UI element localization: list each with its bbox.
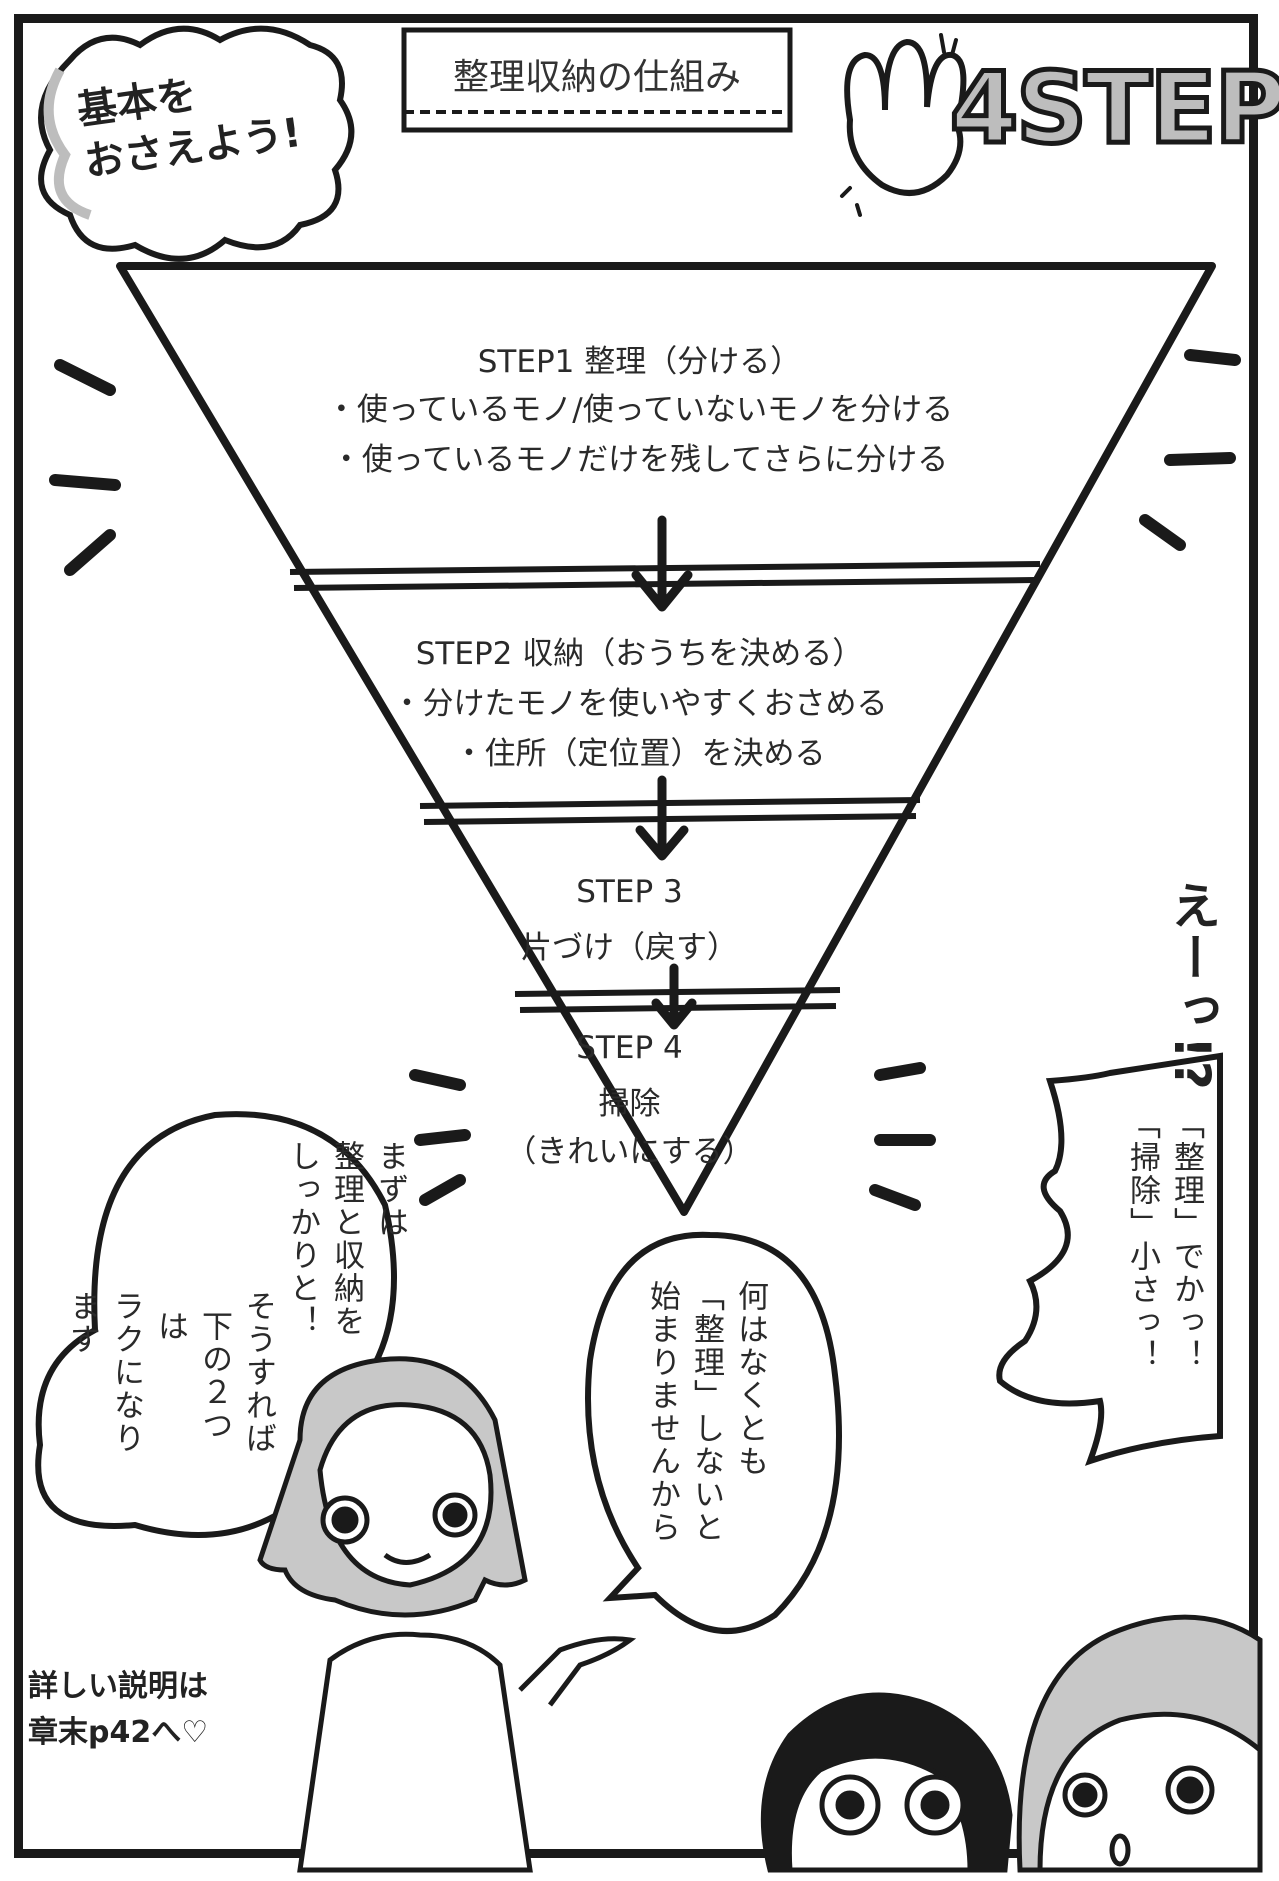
four-fingers-hand-icon (844, 38, 967, 196)
bubble-line: そうすれば (240, 1290, 276, 1455)
bubble-line: 下の２つは (152, 1310, 232, 1442)
exclamation-text: えーっ!? (1163, 880, 1221, 1092)
bubble-line: まずは (372, 1140, 408, 1239)
bubble-line: しっかりと！ (284, 1140, 320, 1338)
sparkle-lines (840, 33, 958, 217)
bubble-line: 何はなくとも (732, 1280, 768, 1478)
step-2-line: ・住所（定位置）を決める (453, 736, 826, 772)
bubble-line: 始まりませんから (644, 1280, 680, 1544)
bubble-line: 「整理」でかっ！ (1168, 1108, 1204, 1372)
step-1-heading: STEP1 整理（分ける） (477, 344, 802, 380)
emphasis-marks (49, 349, 1241, 1211)
bubble-line: 整理と収納を (328, 1140, 364, 1338)
inverted-pyramid (116, 262, 1216, 1216)
footnote: 詳しい説明は 章末p42へ♡ (28, 1664, 208, 1756)
step-4-line: 掃除 (598, 1086, 661, 1122)
bubble-line: ラクになります (64, 1290, 144, 1455)
left-bubble-text: まずは 整理と収納を しっかりと！ そうすれば 下の２つは ラクになります (60, 1140, 412, 1460)
right-bubble-text: 「整理」でかっ！ 「掃除」小さっ！ (1120, 1108, 1208, 1408)
step-4-heading: STEP 4 (576, 1030, 683, 1066)
step-4-line: （きれいにする） (505, 1134, 754, 1170)
bubble-line: 「掃除」小さっ！ (1124, 1108, 1160, 1372)
teacher-character (257, 1356, 637, 1873)
step-1-line: ・使っているモノ/使っていないモノを分ける (325, 392, 954, 428)
title-sign-text: 整理収納の仕組み (452, 57, 741, 98)
speech-bubble-right-jagged (996, 1052, 1223, 1466)
step-2-line: ・分けたモノを使いやすくおさめる (391, 686, 888, 722)
footnote-line-1: 詳しい説明は (28, 1669, 208, 1704)
speech-bubble-middle (585, 1231, 842, 1634)
comic-panel-border (14, 14, 1258, 1858)
girl-with-glasses-character (760, 1692, 1013, 1873)
bubble-line: 「整理」しないと (688, 1280, 724, 1544)
surprised-woman-character (1016, 1614, 1263, 1873)
four-step-logo: 4STEP (947, 50, 1279, 169)
step-2-heading: STEP2 収納（おうちを決める） (415, 636, 864, 672)
step-3-line: 片づけ（戻す） (521, 930, 738, 966)
down-arrow-icons (631, 515, 697, 1030)
caption-cloud (38, 25, 355, 262)
step-3-heading: STEP 3 (576, 874, 683, 910)
step-1-line: ・使っているモノだけを残してさらに分ける (330, 442, 949, 478)
footnote-line-2: 章末p42へ♡ (28, 1715, 209, 1750)
middle-bubble-text: 何はなくとも 「整理」しないと 始まりませんから (640, 1280, 772, 1600)
